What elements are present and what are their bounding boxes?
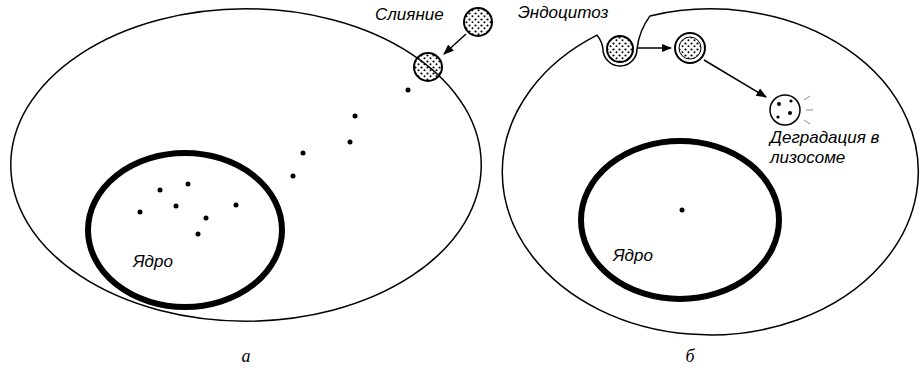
budding-vesicle	[607, 36, 633, 62]
endosome	[679, 37, 701, 59]
process-label: Слияние	[375, 5, 465, 25]
particle	[234, 203, 239, 208]
particle	[204, 216, 209, 221]
cell-outline-shape	[10, 8, 482, 322]
nucleus-outline-shape	[578, 138, 782, 302]
particle	[291, 174, 296, 179]
particle	[301, 151, 306, 156]
process-label: Эндоцитоз	[518, 3, 618, 23]
free-vesicle	[464, 8, 492, 36]
membrane	[581, 141, 779, 299]
membrane	[502, 9, 918, 335]
fused-vesicle	[414, 53, 442, 81]
particle	[788, 111, 792, 115]
particle	[158, 188, 163, 193]
particle	[776, 115, 779, 118]
cell-outline: бЯдро	[500, 9, 920, 335]
particle	[186, 182, 191, 187]
membrane	[88, 153, 282, 307]
particle	[680, 208, 685, 213]
nucleus-outline: Ядро	[85, 150, 285, 310]
nucleus-label: Ядро	[133, 252, 243, 272]
panel-letter: б	[480, 346, 900, 366]
transport-arrow	[637, 47, 671, 49]
particle	[174, 204, 179, 209]
nucleus-outline: Ядро	[578, 138, 782, 302]
particle	[777, 102, 781, 106]
lysosome	[770, 95, 800, 125]
particle	[406, 88, 411, 93]
particle	[196, 232, 201, 237]
mark	[806, 110, 813, 111]
endosome-ring	[675, 33, 705, 63]
transport-arrow	[704, 60, 766, 97]
nucleus-label: Ядро	[613, 246, 723, 266]
mark	[804, 96, 810, 100]
cell-outline: аЯдро	[10, 8, 482, 322]
particle	[789, 99, 792, 102]
endocytosis-group	[607, 33, 813, 213]
panel-letter: а	[10, 346, 482, 366]
membrane	[11, 9, 482, 322]
process-label: Деградация в лизосоме	[770, 128, 880, 168]
particle	[353, 114, 358, 119]
nucleus-outline-shape	[85, 150, 285, 310]
particle	[348, 140, 353, 145]
fusion-arrow	[444, 34, 466, 54]
mark	[804, 120, 810, 124]
degradation-marks	[804, 96, 813, 124]
released-particles	[138, 88, 411, 237]
degraded-particles	[776, 99, 792, 118]
cell-outline-shape	[500, 9, 920, 335]
particle	[138, 210, 143, 215]
